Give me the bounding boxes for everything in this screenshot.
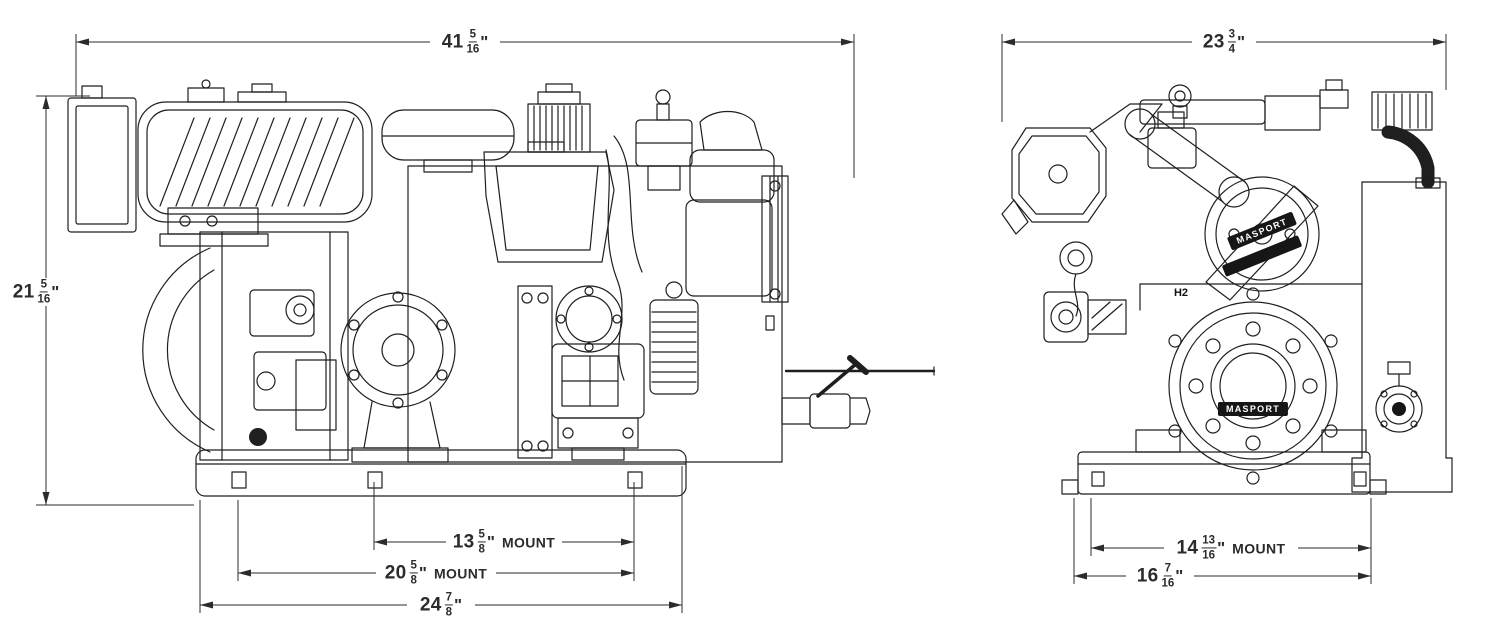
dim-unit: " (454, 595, 463, 614)
side-view-art (67, 79, 936, 497)
dim-whole: 14 (1176, 537, 1199, 558)
dim-unit: " (51, 282, 60, 301)
dim-whole: 16 (1136, 565, 1159, 586)
dim-whole: 23 (1202, 31, 1225, 52)
dim-whole: 21 (12, 281, 35, 302)
front-view-art (1001, 79, 1453, 495)
dim-whole: 13 (452, 531, 475, 552)
dimension-arrowheads (42, 38, 1446, 609)
dim-unit: " (1217, 538, 1226, 557)
dim-suffix: MOUNT (501, 534, 556, 550)
masport-flywheel-badge: MASPORT (1217, 402, 1289, 416)
h2-label: H2 (1173, 287, 1189, 299)
dim-whole: 41 (441, 31, 464, 52)
dim-suffix: MOUNT (433, 565, 488, 581)
dim-unit: " (418, 563, 427, 582)
dim-whole: 20 (384, 562, 407, 583)
dimension-lines (36, 34, 1447, 613)
dim-unit: " (1237, 32, 1246, 51)
dim-unit: " (480, 32, 489, 51)
dim-unit: " (486, 532, 495, 551)
dim-suffix: MOUNT (1232, 540, 1286, 556)
dim-whole: 24 (419, 594, 442, 615)
dim-unit: " (1175, 566, 1184, 585)
